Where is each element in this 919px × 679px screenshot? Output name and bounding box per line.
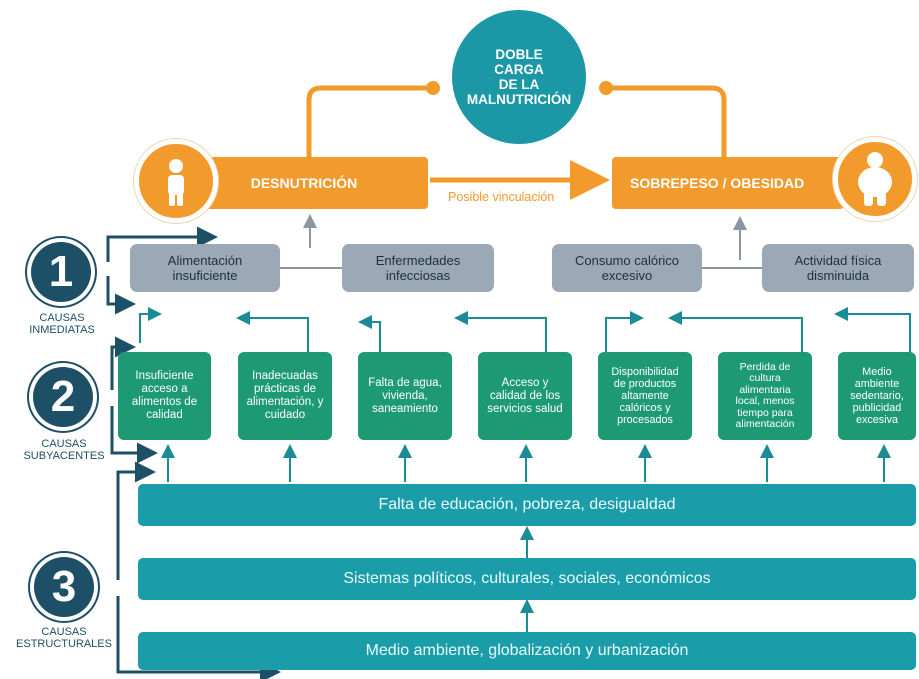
structural-cause-label: Falta de educación, pobreza, desigualdad — [378, 496, 676, 513]
immediate-cause-box: Enfermedades infecciosas — [342, 244, 494, 292]
underlying-cause-label: Inadecuadas prácticas de alimentación, y… — [246, 370, 324, 421]
undernutrition-bar: DESNUTRICIÓN — [180, 157, 428, 209]
immediate-cause-label: Alimentación insuficiente — [167, 253, 243, 283]
level-3-badge: 3 — [34, 557, 94, 617]
possible-link-label: Posible vinculación — [448, 190, 555, 204]
level-2-number: 2 — [50, 372, 76, 421]
level-2-badge: 2 — [33, 367, 93, 427]
underlying-cause-label: Medio ambiente sedentario, publicidad ex… — [850, 366, 904, 426]
heavy-person-icon — [833, 137, 917, 221]
underlying-cause-box: Acceso y calidad de los servicios salud — [478, 352, 572, 440]
level-2-label: CAUSAS SUBYACENTES — [23, 438, 105, 462]
immediate-cause-label: Actividad física disminuida — [794, 253, 882, 283]
level-1-number: 1 — [48, 247, 74, 296]
underlying-cause-label: Disponibilidad de productos altamente ca… — [611, 366, 679, 426]
immediate-cause-box: Consumo calórico excesivo — [552, 244, 702, 292]
structural-cause-label: Medio ambiente, globalización y urbaniza… — [365, 642, 689, 659]
underlying-cause-box: Insuficiente acceso a alimentos de calid… — [118, 352, 211, 440]
underlying-cause-label: Insuficiente acceso a alimentos de calid… — [131, 370, 198, 421]
structural-cause-bar: Sistemas políticos, culturales, sociales… — [138, 558, 916, 600]
level-1-badge: 1 — [31, 242, 91, 302]
immediate-cause-label: Consumo calórico excesivo — [574, 253, 680, 283]
underlying-cause-box: Disponibilidad de productos altamente ca… — [598, 352, 692, 440]
level-1-label: CAUSAS INMEDIATAS — [29, 312, 95, 336]
underlying-cause-box: Falta de agua, vivienda, saneamiento — [358, 352, 452, 440]
underlying-cause-box: Medio ambiente sedentario, publicidad ex… — [838, 352, 916, 440]
underlying-cause-box: Perdida de cultura alimentaria local, me… — [718, 352, 812, 440]
overweight-bar: SOBREPESO / OBESIDAD — [612, 157, 844, 209]
immediate-cause-label: Enfermedades infecciosas — [375, 253, 461, 283]
immediate-cause-box: Actividad física disminuida — [762, 244, 914, 292]
structural-cause-bar: Falta de educación, pobreza, desigualdad — [138, 484, 916, 526]
underlying-cause-label: Perdida de cultura alimentaria local, me… — [735, 360, 795, 430]
level-3-number: 3 — [51, 562, 77, 611]
undernutrition-label: DESNUTRICIÓN — [250, 175, 358, 191]
underlying-cause-label: Acceso y calidad de los servicios salud — [487, 376, 563, 415]
structural-cause-bar: Medio ambiente, globalización y urbaniza… — [138, 632, 916, 670]
overweight-label: SOBREPESO / OBESIDAD — [630, 175, 805, 191]
structural-cause-label: Sistemas políticos, culturales, sociales… — [343, 570, 711, 587]
thin-person-icon — [134, 139, 218, 223]
level-3-label: CAUSAS ESTRUCTURALES — [16, 626, 112, 650]
double-burden-title: DOBLE CARGA DE LA MALNUTRICIÓN — [466, 47, 572, 107]
underlying-cause-label: Falta de agua, vivienda, saneamiento — [368, 376, 442, 415]
double-burden-circle: DOBLE CARGA DE LA MALNUTRICIÓN — [452, 10, 586, 144]
underlying-cause-box: Inadecuadas prácticas de alimentación, y… — [238, 352, 332, 440]
immediate-cause-box: Alimentación insuficiente — [130, 244, 280, 292]
